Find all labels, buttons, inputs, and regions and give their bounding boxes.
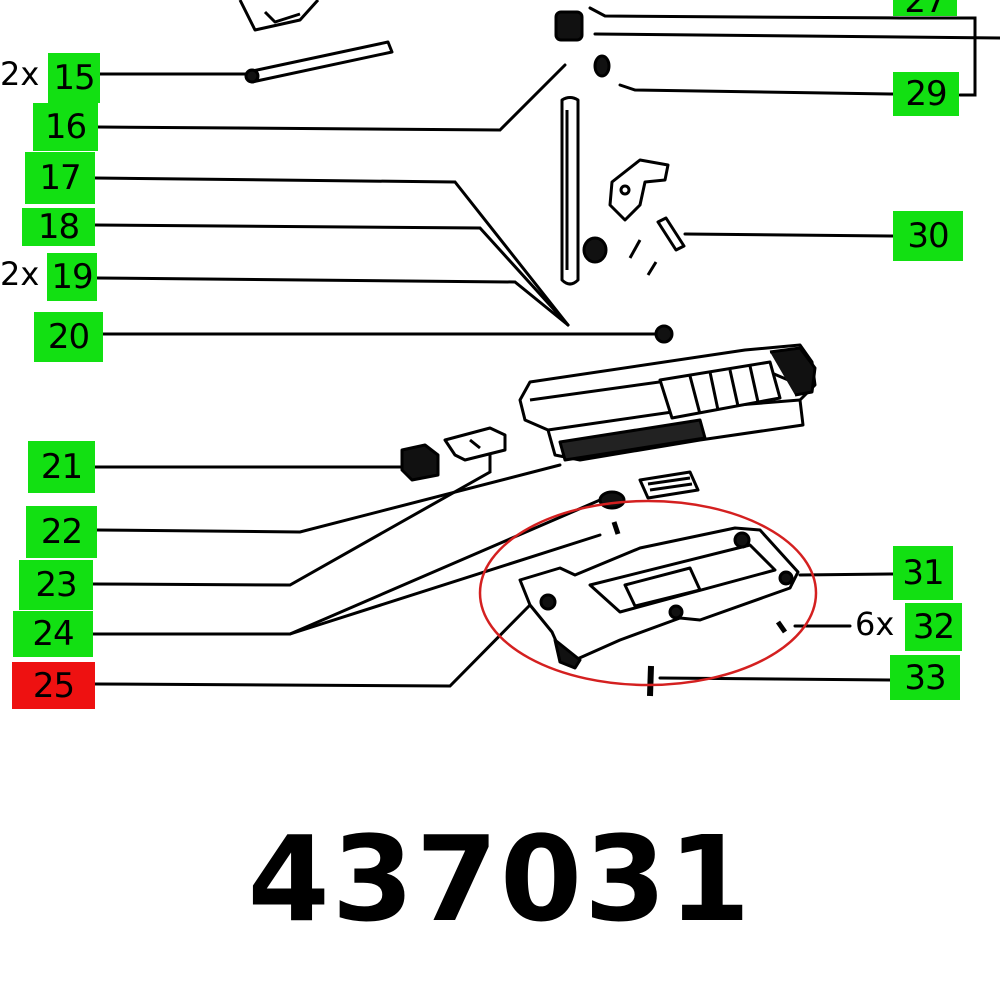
main-housing-rear [769, 346, 817, 397]
label-23[interactable]: 23 [19, 560, 93, 610]
main-housing-motor-lines [688, 365, 760, 415]
label-33[interactable]: 33 [890, 655, 960, 700]
label-31[interactable]: 31 [893, 546, 953, 600]
leader-line-23 [91, 453, 492, 587]
label-30[interactable]: 30 [893, 211, 963, 261]
main-housing-front [558, 418, 707, 462]
part-25-base-inner [623, 566, 702, 608]
part-15-pin [246, 40, 394, 84]
part-top-fragment-2 [263, 10, 301, 24]
part-16-guide [560, 96, 580, 286]
label-22[interactable]: 22 [26, 506, 97, 558]
leader-line-24b [288, 533, 602, 636]
part-25-front-edge [553, 638, 582, 670]
part-25-hole-1 [539, 593, 557, 611]
label-15[interactable]: 15 [48, 53, 100, 103]
parts-drawing [238, 0, 817, 697]
part-23-bracket-lines [647, 476, 693, 492]
leader-line-22 [95, 463, 562, 534]
part-24-spring [598, 490, 626, 510]
part-25-hole-4 [668, 604, 684, 620]
label-29[interactable]: 29 [893, 72, 959, 116]
part-29-washer [593, 54, 611, 78]
label-25-highlighted[interactable]: 25 [12, 662, 95, 709]
highlight-ring-part-25 [478, 499, 818, 687]
part-15-pin-end [244, 68, 260, 84]
leader-line-18 [93, 223, 570, 327]
label-19[interactable]: 19 [47, 253, 97, 301]
leader-line-19 [95, 276, 570, 327]
part-27-nut [554, 10, 584, 42]
label-20[interactable]: 20 [34, 312, 103, 362]
part-18-roller [582, 236, 608, 264]
part-19-pin-a [628, 239, 642, 259]
label-24[interactable]: 24 [13, 611, 93, 657]
leader-line-25 [93, 603, 532, 688]
leader-line-30 [683, 232, 895, 238]
part-33-pin [647, 665, 654, 697]
quantity-prefix-32: 6x [855, 605, 895, 643]
part-32-screw [775, 620, 788, 634]
label-18[interactable]: 18 [22, 207, 95, 247]
part-30-pin [656, 216, 686, 252]
part-17-lever-hole [619, 184, 631, 196]
label-17[interactable]: 17 [25, 152, 95, 204]
exploded-parts-diagram [91, 0, 1000, 697]
part-top-fragment [238, 0, 320, 32]
part-number: 437031 [247, 810, 753, 948]
part-17-lever [608, 158, 670, 222]
label-21[interactable]: 21 [28, 441, 95, 493]
leader-line-33 [658, 676, 892, 682]
part-22-clip-detail [469, 438, 481, 450]
leader-line-27 [588, 6, 977, 97]
quantity-prefix-15: 2x [0, 55, 40, 93]
leader-line-27b [593, 32, 1000, 40]
label-27[interactable]: 27 [893, 0, 957, 21]
label-32[interactable]: 32 [905, 603, 962, 651]
part-25-hole-2 [733, 531, 751, 549]
leader-line-17 [93, 176, 570, 327]
label-16[interactable]: 16 [33, 103, 98, 151]
leader-line-31 [798, 572, 895, 577]
leader-lines [91, 6, 1000, 688]
part-24-screw [611, 521, 621, 535]
leader-line-16 [95, 63, 567, 132]
part-21-block [400, 443, 440, 482]
part-20-ball [654, 324, 674, 344]
part-19-pin-b [646, 261, 658, 276]
leader-line-29 [618, 83, 895, 96]
quantity-prefix-19: 2x [0, 255, 40, 293]
part-25-base-slot [588, 543, 777, 614]
part-25-hole-3 [778, 570, 794, 586]
